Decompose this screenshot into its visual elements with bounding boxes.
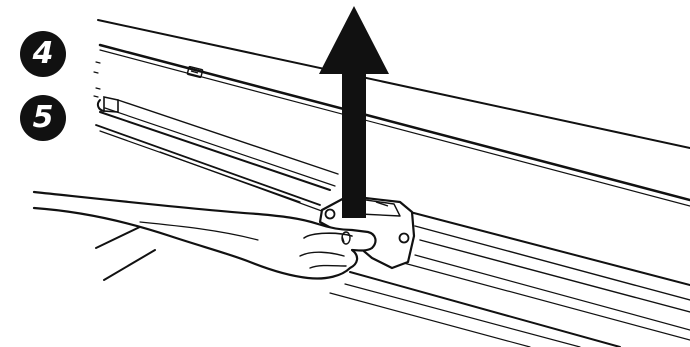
arrow-up-icon <box>319 6 389 218</box>
step-badge-4: 4 <box>20 31 66 77</box>
scanner-lid <box>93 19 690 207</box>
hand-icon <box>32 190 377 280</box>
scanner-rail <box>95 96 690 347</box>
step-badge-5: 5 <box>20 95 66 141</box>
label-mark-icon <box>186 65 204 79</box>
